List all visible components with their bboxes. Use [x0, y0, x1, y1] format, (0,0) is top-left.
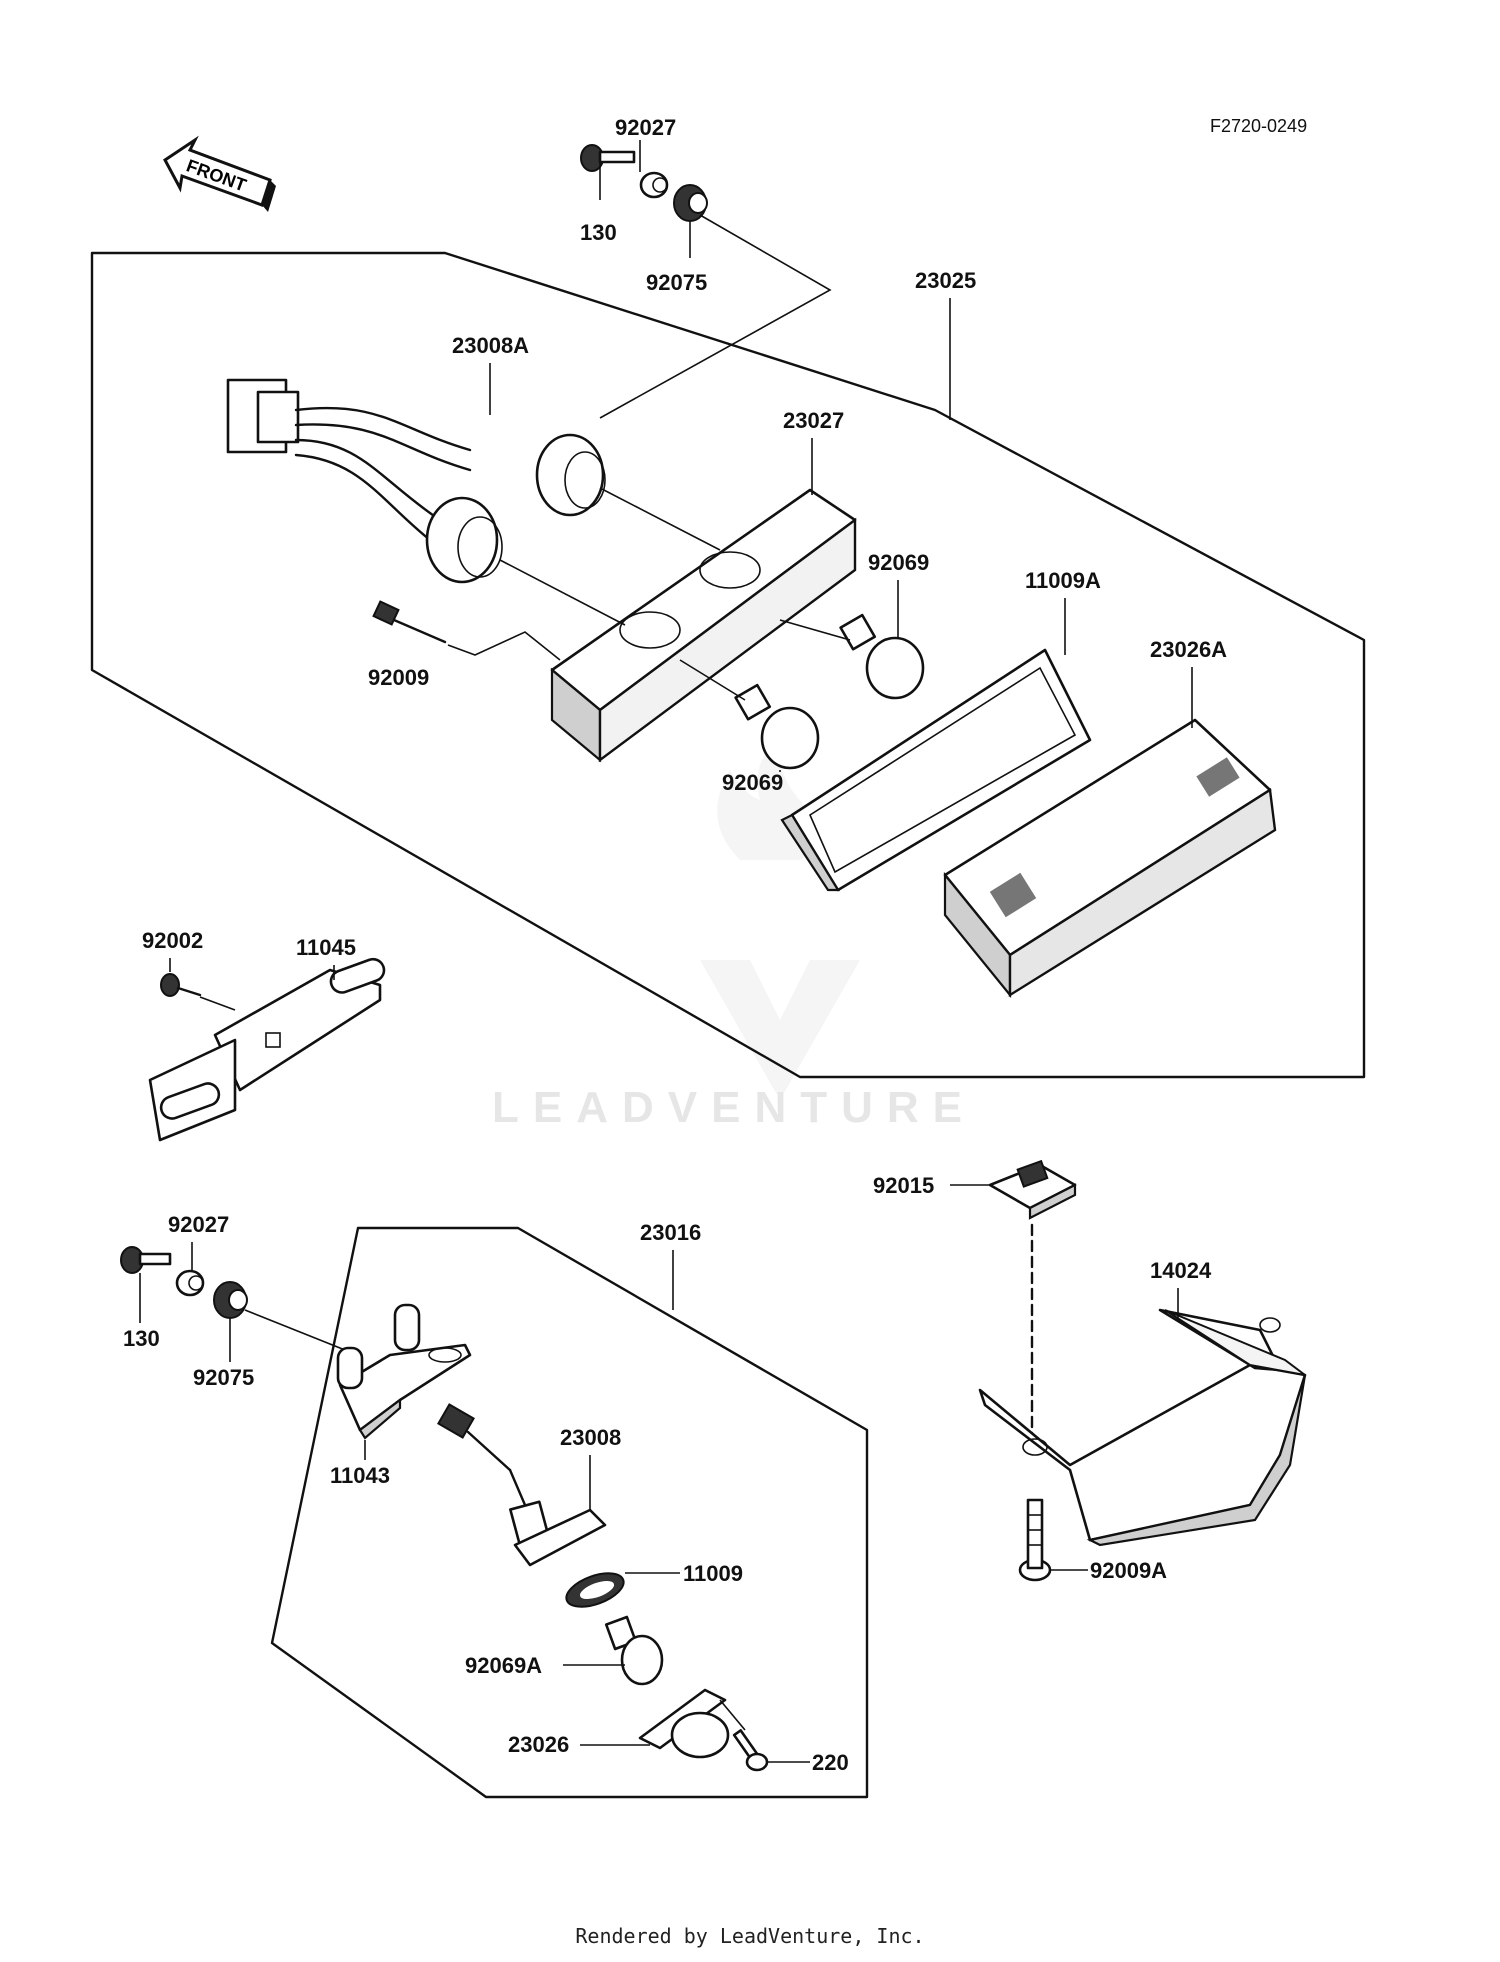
leader-line	[599, 487, 721, 551]
gasket-11009A	[780, 648, 1092, 892]
label-220: 220	[812, 1750, 849, 1775]
label-130-top: 130	[580, 220, 617, 245]
front-arrow-icon: FRONT	[163, 135, 276, 212]
label-11009: 11009	[683, 1561, 743, 1586]
gasket-11009	[565, 1572, 625, 1608]
label-130-bottom: 130	[123, 1326, 160, 1351]
bulb-92069-b	[734, 683, 820, 770]
bolt-92009	[372, 600, 447, 644]
label-23008: 23008	[560, 1425, 621, 1450]
wiring-harness-23008A	[226, 378, 606, 584]
lens-23026	[638, 1688, 730, 1759]
label-92075-bottom: 92075	[193, 1365, 254, 1390]
bolt-130-bottom	[120, 1246, 172, 1274]
bolt-130-top	[580, 144, 636, 172]
bracket-11043	[336, 1303, 472, 1440]
cover-14024	[978, 1308, 1307, 1547]
collar-92027-top	[639, 171, 669, 199]
label-23008A: 23008A	[452, 333, 529, 358]
label-23026A: 23026A	[1150, 637, 1227, 662]
label-92002: 92002	[142, 928, 203, 953]
leader-line	[679, 659, 746, 701]
bracket-11045	[148, 957, 386, 1142]
label-23025: 23025	[915, 268, 976, 293]
footer-text: Rendered by LeadVenture, Inc.	[575, 1924, 925, 1948]
leader-line	[447, 631, 561, 661]
socket-23008	[437, 1403, 607, 1567]
leader-line	[779, 619, 851, 641]
label-92069A: 92069A	[465, 1653, 542, 1678]
bolt-92002	[160, 973, 202, 997]
diagram-code: F2720-0249	[1210, 116, 1307, 136]
label-92069-a: 92069	[868, 550, 929, 575]
collar-92027-bottom	[175, 1269, 205, 1297]
label-92075-top: 92075	[646, 270, 707, 295]
leader-line	[244, 1309, 346, 1351]
label-23026: 23026	[508, 1732, 569, 1757]
nut-92015	[988, 1159, 1077, 1220]
bolt-92009A	[1018, 1498, 1052, 1582]
assembly-frame-23025	[90, 251, 1366, 1079]
grommet-92075-bottom	[213, 1281, 248, 1319]
lamp-housing-23027	[550, 488, 857, 763]
label-92009: 92009	[368, 665, 429, 690]
screw-220	[719, 1699, 769, 1772]
label-92069-b: 92069	[722, 770, 783, 795]
leader-line	[599, 214, 832, 419]
label-11045: 11045	[296, 935, 356, 960]
label-92027-bottom: 92027	[168, 1212, 229, 1237]
assembly-frame-23016	[270, 1226, 869, 1799]
bulb-92069-a	[839, 613, 925, 700]
bulb-92069A	[604, 1615, 664, 1686]
label-23016: 23016	[640, 1220, 701, 1245]
label-92027-top: 92027	[615, 115, 676, 140]
label-11043: 11043	[330, 1463, 390, 1488]
label-14024: 14024	[1150, 1258, 1212, 1283]
leader-line	[499, 559, 626, 626]
label-92015: 92015	[873, 1173, 934, 1198]
leader-line	[199, 996, 236, 1011]
grommet-92075-top	[673, 184, 708, 222]
label-23027: 23027	[783, 408, 844, 433]
lens-23026A	[943, 718, 1277, 999]
watermark-text: LEADVENTURE	[492, 1083, 976, 1132]
label-11009A: 11009A	[1025, 568, 1101, 593]
label-92009A: 92009A	[1090, 1558, 1167, 1583]
